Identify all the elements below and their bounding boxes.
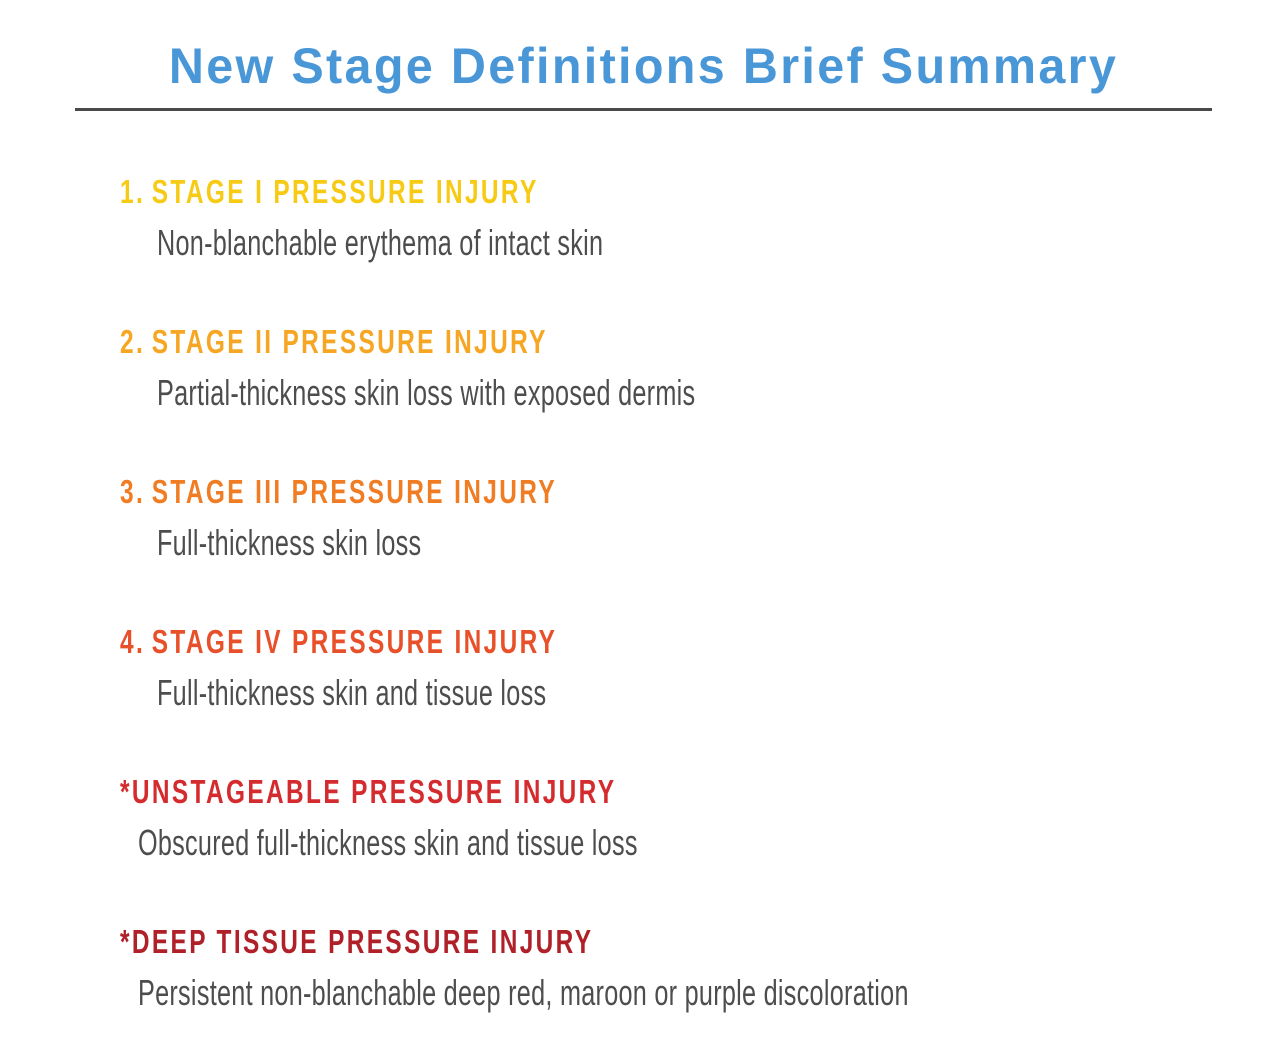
stage-description: Full-thickness skin and tissue loss (157, 672, 547, 713)
list-item: *UNSTAGEABLE PRESSURE INJURY Obscured fu… (0, 772, 1275, 922)
stage-heading-label: STAGE I PRESSURE INJURY (151, 173, 539, 210)
list-marker: 2. (120, 323, 146, 360)
list-marker: 3. (120, 473, 146, 510)
stage-description: Obscured full-thickness skin and tissue … (138, 822, 638, 863)
stage-definitions-list: 1.STAGE I PRESSURE INJURY Non-blanchable… (0, 172, 1275, 1013)
list-marker: 1. (120, 173, 146, 210)
title-divider (75, 108, 1212, 111)
stage-heading: 2.STAGE II PRESSURE INJURY (120, 322, 548, 362)
stage-heading: 1.STAGE I PRESSURE INJURY (120, 172, 539, 212)
title-block: New Stage Definitions Brief Summary (75, 38, 1212, 119)
asterisk-icon: * (120, 773, 132, 810)
stage-heading: *DEEP TISSUE PRESSURE INJURY (120, 922, 593, 962)
stage-heading: 3.STAGE III PRESSURE INJURY (120, 472, 557, 512)
stage-description: Full-thickness skin loss (157, 522, 422, 563)
stage-heading-label: STAGE II PRESSURE INJURY (151, 323, 548, 360)
stage-description: Partial-thickness skin loss with exposed… (157, 372, 696, 413)
stage-heading: 4.STAGE IV PRESSURE INJURY (120, 622, 557, 662)
list-item: 4.STAGE IV PRESSURE INJURY Full-thicknes… (0, 622, 1275, 772)
stage-heading-label: STAGE III PRESSURE INJURY (151, 473, 557, 510)
stage-description: Persistent non-blanchable deep red, maro… (138, 972, 909, 1013)
list-item: 3.STAGE III PRESSURE INJURY Full-thickne… (0, 472, 1275, 622)
list-item: 2.STAGE II PRESSURE INJURY Partial-thick… (0, 322, 1275, 472)
page-title: New Stage Definitions Brief Summary (168, 38, 1119, 94)
asterisk-icon: * (120, 923, 132, 960)
stage-heading: *UNSTAGEABLE PRESSURE INJURY (120, 772, 616, 812)
stage-heading-label: STAGE IV PRESSURE INJURY (151, 623, 558, 660)
stage-heading-label: DEEP TISSUE PRESSURE INJURY (131, 923, 594, 960)
stage-description: Non-blanchable erythema of intact skin (157, 222, 604, 263)
list-item: 1.STAGE I PRESSURE INJURY Non-blanchable… (0, 172, 1275, 322)
stage-heading-label: UNSTAGEABLE PRESSURE INJURY (131, 773, 617, 810)
list-marker: 4. (120, 623, 146, 660)
